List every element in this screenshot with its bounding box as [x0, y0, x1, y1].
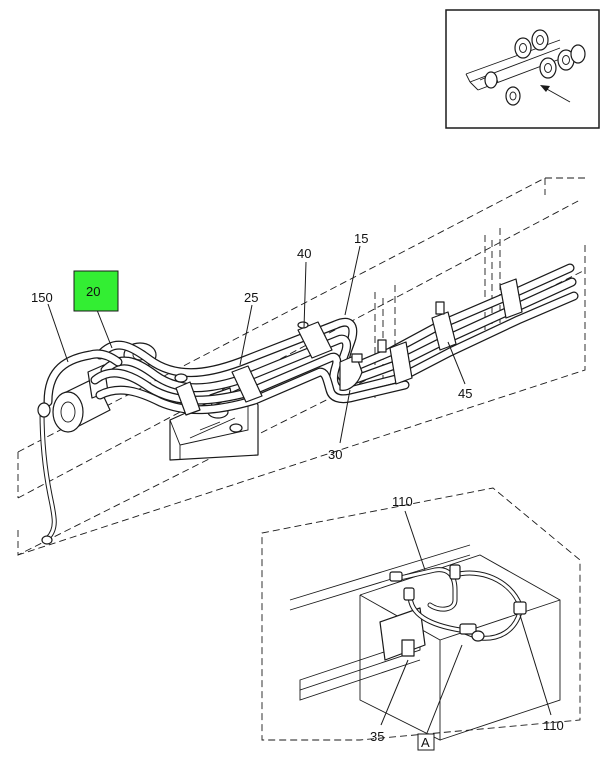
leader-lines — [47, 245, 552, 734]
callout-150[interactable]: 150 — [31, 290, 53, 305]
callout-25[interactable]: 25 — [244, 290, 258, 305]
callout-40[interactable]: 40 — [297, 246, 311, 261]
callout-30[interactable]: 30 — [328, 447, 342, 462]
callout-45[interactable]: 45 — [458, 386, 472, 401]
view-a-box — [417, 733, 435, 751]
clamp-25 — [174, 365, 263, 416]
chassis-locator-icon — [465, 29, 586, 106]
callout-110-top[interactable]: 110 — [392, 494, 413, 509]
clamp-45 — [377, 278, 523, 385]
callout-15[interactable]: 15 — [354, 231, 368, 246]
view-direction-arrow-icon — [540, 85, 571, 103]
clamp-30 — [339, 353, 363, 391]
clamp-40 — [297, 321, 333, 359]
locator-frame — [445, 9, 600, 129]
chassis-locator-inset — [445, 9, 600, 129]
view-a-label[interactable]: A — [421, 735, 430, 750]
detail-view-a — [261, 487, 581, 741]
callout-35[interactable]: 35 — [370, 729, 384, 744]
callout-20[interactable]: 20 — [86, 284, 100, 299]
highlight-box-20 — [73, 270, 119, 312]
callout-110-bottom[interactable]: 110 — [543, 718, 564, 733]
